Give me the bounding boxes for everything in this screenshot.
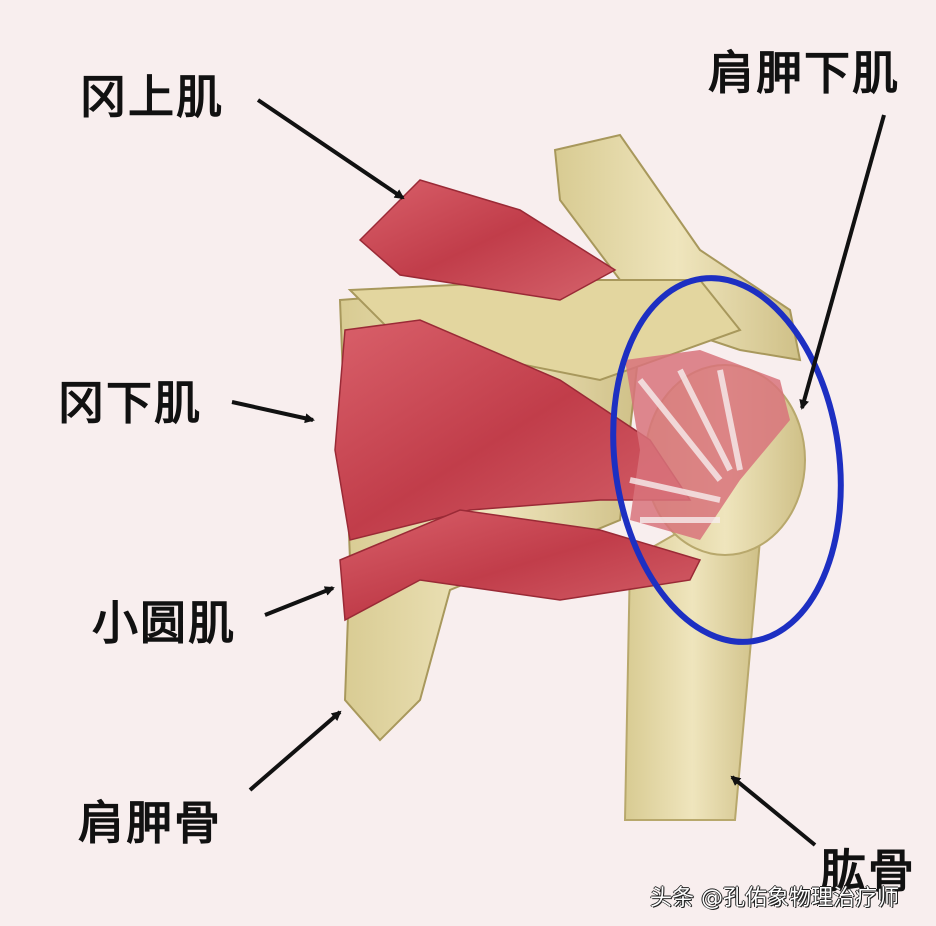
label-humerus: 肱骨 — [820, 844, 916, 898]
label-infraspinatus: 冈下肌 — [58, 376, 202, 430]
arrow-scapula — [248, 710, 342, 792]
arrow-humerus — [730, 775, 817, 847]
arrow-supraspinatus — [256, 98, 405, 200]
arrow-teres-minor — [264, 586, 335, 617]
tendon-fibers — [629, 368, 743, 523]
highlight-ellipse — [610, 275, 844, 645]
supraspinatus-muscle — [358, 179, 617, 301]
arrow-infraspinatus — [231, 400, 315, 424]
subscapularis-muscle — [625, 350, 790, 540]
arrow-subscapularis — [799, 114, 886, 410]
teres-minor-muscle — [339, 509, 702, 622]
label-scapula: 肩胛骨 — [78, 796, 222, 850]
label-supraspinatus: 冈上肌 — [80, 70, 224, 124]
acromion — [553, 133, 802, 362]
watermark: 头条 @孔佑象物理治疗师 — [650, 886, 899, 911]
label-teres-minor: 小圆肌 — [92, 596, 236, 650]
label-subscapularis: 肩胛下肌 — [708, 46, 900, 100]
